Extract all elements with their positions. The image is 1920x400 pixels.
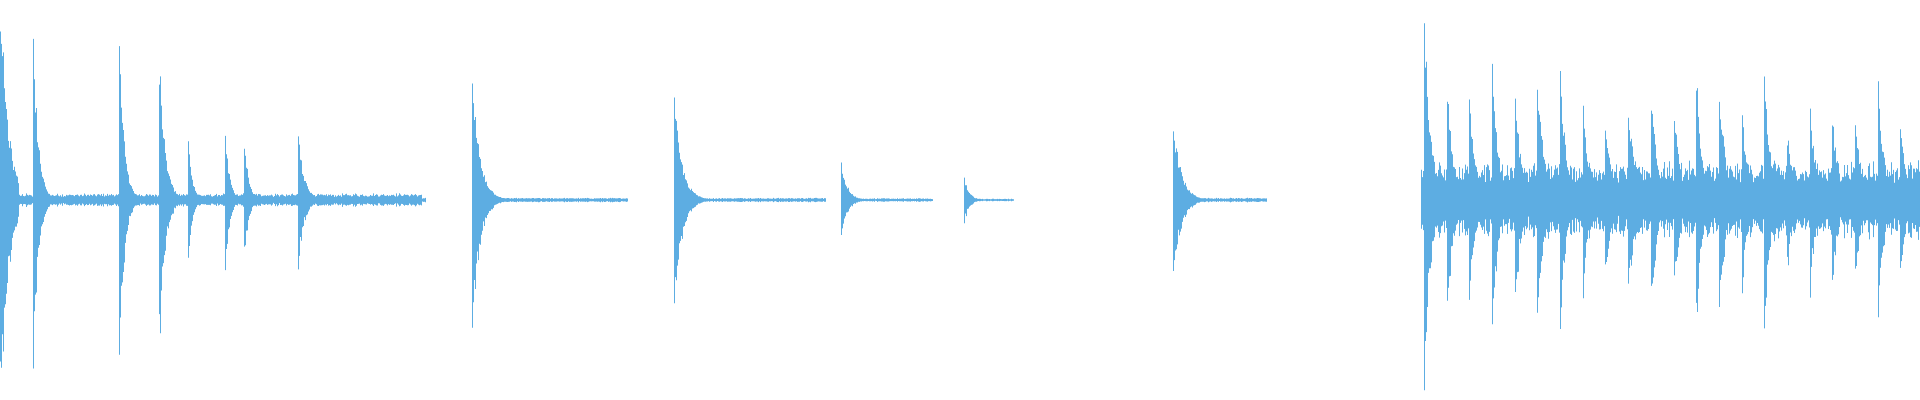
waveform-bars bbox=[0, 23, 1920, 391]
